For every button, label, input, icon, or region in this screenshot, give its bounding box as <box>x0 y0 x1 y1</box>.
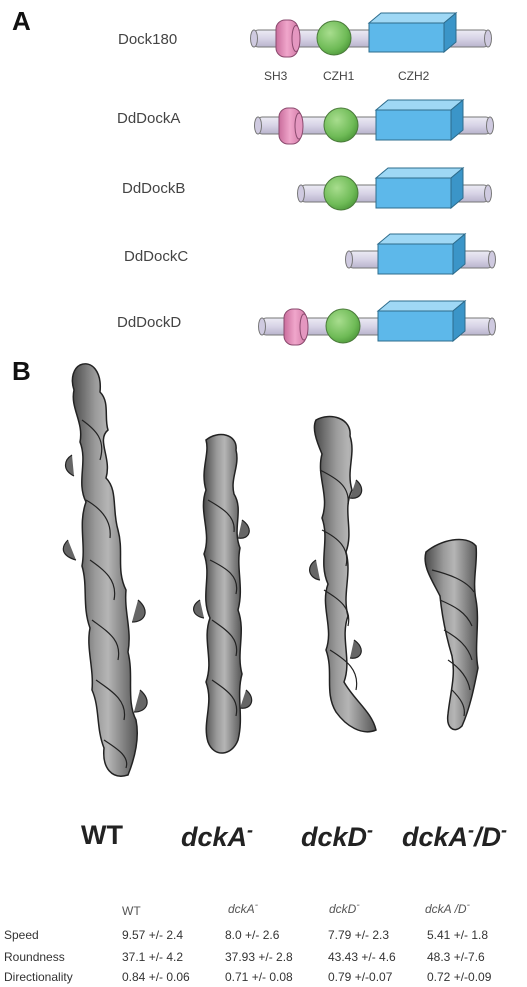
strain-label-dckd: dckD- <box>301 820 373 853</box>
cell-outline <box>314 417 376 732</box>
row-label-speed: Speed <box>4 928 39 942</box>
row-label-roundness: Roundness <box>4 950 65 964</box>
table-cell: 8.0 +/- 2.6 <box>225 928 279 942</box>
strain-label-dcka: dckA- <box>181 820 253 853</box>
table-header-dcka-dckd: dckA /D- <box>425 900 470 916</box>
cell-outline <box>72 364 137 776</box>
table-header-wt: WT <box>122 904 141 918</box>
table-cell: 43.43 +/- 4.6 <box>328 950 396 964</box>
table-header-dckd: dckD- <box>329 900 360 916</box>
table-cell: 0.84 +/- 0.06 <box>122 970 190 984</box>
table-cell: 48.3 +/-7.6 <box>427 950 485 964</box>
row-label-directionality: Directionality <box>4 970 73 984</box>
table-header-dcka: dckA- <box>228 900 258 916</box>
table-cell: 9.57 +/- 2.4 <box>122 928 183 942</box>
cell-tracks <box>0 0 527 820</box>
strain-label-dcka-dckd: dckA-/D- <box>402 820 507 853</box>
table-cell: 37.1 +/- 4.2 <box>122 950 183 964</box>
table-cell: 37.93 +/- 2.8 <box>225 950 293 964</box>
track-wt <box>63 364 147 776</box>
table-cell: 5.41 +/- 1.8 <box>427 928 488 942</box>
table-cell: 0.71 +/- 0.08 <box>225 970 293 984</box>
strain-label-wt: WT <box>81 820 123 851</box>
table-cell: 0.72 +/-0.09 <box>427 970 491 984</box>
table-cell: 0.79 +/-0.07 <box>328 970 392 984</box>
track-dckd <box>310 417 376 732</box>
track-dcka-dckd <box>425 539 478 729</box>
track-dcka <box>194 435 252 753</box>
table-cell: 7.79 +/- 2.3 <box>328 928 389 942</box>
